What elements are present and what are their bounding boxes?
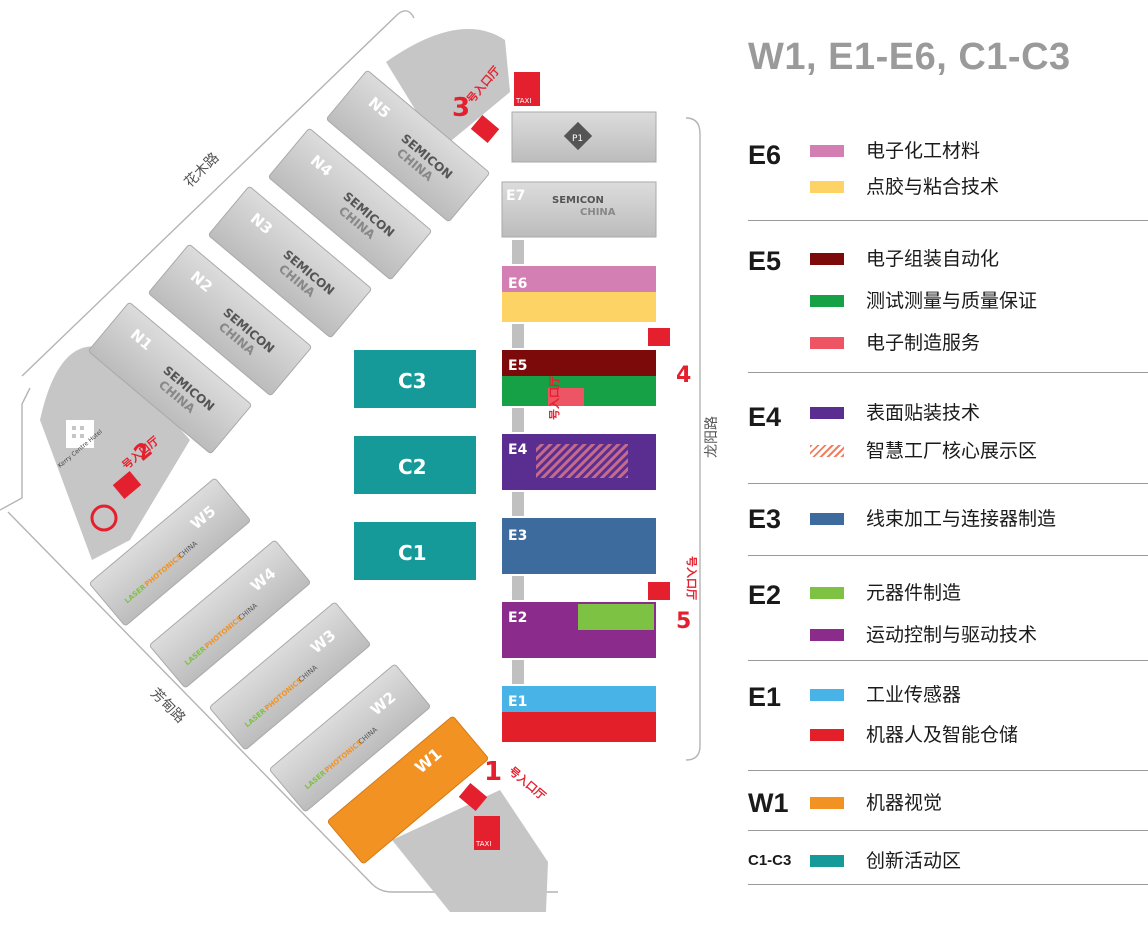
hall-e1[interactable]: E1 xyxy=(502,686,656,742)
section-code: E4 xyxy=(748,402,782,432)
color-swatch xyxy=(810,797,844,809)
color-swatch xyxy=(810,629,844,641)
section-code: E5 xyxy=(748,246,782,276)
hall-w1[interactable]: W1 xyxy=(327,716,489,864)
color-swatch xyxy=(810,337,844,349)
entrance-4[interactable]: 4 号入口厅 xyxy=(548,328,691,420)
hall-c2[interactable]: C2 xyxy=(354,436,476,494)
svg-text:CHINA: CHINA xyxy=(580,207,616,218)
hall-label: E5 xyxy=(508,358,527,374)
svg-text:3: 3 xyxy=(452,93,470,123)
section-code: E6 xyxy=(748,140,782,170)
legend-divider xyxy=(748,884,1148,885)
taxi-north: TAXI xyxy=(514,72,540,106)
svg-text:号入口厅: 号入口厅 xyxy=(506,764,548,802)
metro-icon xyxy=(90,504,118,532)
section-code: E3 xyxy=(748,504,782,534)
road-label-east: 龙阳路 xyxy=(704,416,720,458)
section-code: E2 xyxy=(748,580,782,610)
hall-e4[interactable]: E4 xyxy=(502,434,656,490)
svg-text:号入口厅: 号入口厅 xyxy=(548,376,561,420)
svg-text:TAXI: TAXI xyxy=(475,840,491,848)
hall-n2[interactable]: N2 SEMICON CHINA xyxy=(148,244,312,396)
svg-text:P1: P1 xyxy=(572,134,583,144)
section-code: C1-C3 xyxy=(748,852,792,869)
parking-p1: P1 xyxy=(511,111,657,163)
svg-text:5: 5 xyxy=(676,609,691,634)
hall-n3[interactable]: N3 SEMICON CHINA xyxy=(208,186,372,338)
venue-map: N1 SEMICON CHINA N2 SEMICON CHINA N3 SEM… xyxy=(0,10,720,912)
legend-divider xyxy=(748,372,1148,373)
hall-c1[interactable]: C1 xyxy=(354,522,476,580)
hall-e5[interactable]: E5 xyxy=(502,350,656,406)
legend-divider xyxy=(748,483,1148,484)
hall-label: C1 xyxy=(398,541,427,565)
legend-title: W1, E1-E6, C1-C3 xyxy=(748,36,1071,78)
road-outline-north xyxy=(0,387,31,511)
taxi-south: TAXI xyxy=(474,816,500,850)
color-swatch xyxy=(810,295,844,307)
color-swatch xyxy=(810,513,844,525)
legend-divider xyxy=(748,770,1148,771)
hall-label: E7 xyxy=(506,188,525,204)
hall-w3[interactable]: W3 LASER PHOTONICS CHINA xyxy=(209,602,371,750)
hall-e6[interactable]: E6 xyxy=(502,266,656,322)
hall-label: E4 xyxy=(508,442,528,458)
hall-label: E1 xyxy=(508,694,527,710)
legend-divider xyxy=(748,220,1148,221)
legend-divider xyxy=(748,830,1148,831)
svg-text:4: 4 xyxy=(676,363,691,388)
color-swatch xyxy=(810,729,844,741)
road-outline-huamu xyxy=(21,10,415,377)
hatch-swatch xyxy=(810,445,844,457)
color-swatch xyxy=(810,145,844,157)
color-swatch xyxy=(810,855,844,867)
legend-divider xyxy=(748,660,1148,661)
hall-n5[interactable]: N5 SEMICON CHINA xyxy=(326,70,490,222)
svg-text:SEMICON: SEMICON xyxy=(552,195,604,206)
svg-text:号入口厅: 号入口厅 xyxy=(685,556,698,600)
hall-label: C2 xyxy=(398,455,427,479)
hall-w4[interactable]: W4 LASER PHOTONICS CHINA xyxy=(149,540,311,688)
hall-n4[interactable]: N4 SEMICON CHINA xyxy=(268,128,432,280)
road-label-north: 花木路 xyxy=(182,150,223,191)
hall-n1[interactable]: N1 SEMICON CHINA xyxy=(88,302,252,454)
hall-w2[interactable]: W2 LASER PHOTONICS CHINA xyxy=(269,664,431,812)
road-outline-longyang xyxy=(685,117,701,761)
svg-text:1: 1 xyxy=(484,757,502,787)
hall-label: E2 xyxy=(508,610,527,626)
color-swatch xyxy=(810,689,844,701)
hall-e2[interactable]: E2 xyxy=(502,602,656,658)
color-swatch xyxy=(810,181,844,193)
plaza-south xyxy=(392,790,548,912)
hall-w5[interactable]: W5 LASER PHOTONICS CHINA xyxy=(89,478,251,626)
color-swatch xyxy=(810,587,844,599)
plaza-north xyxy=(386,29,510,150)
color-swatch xyxy=(810,407,844,419)
section-code: E1 xyxy=(748,682,782,712)
svg-text:TAXI: TAXI xyxy=(515,97,531,105)
road-outline-fangdian xyxy=(7,511,558,893)
hall-label: E6 xyxy=(508,276,527,292)
hall-label: E3 xyxy=(508,528,527,544)
hall-e3[interactable]: E3 xyxy=(502,518,656,574)
hall-e7[interactable]: E7 SEMICON CHINA xyxy=(501,181,657,238)
legend-divider xyxy=(748,555,1148,556)
section-code: W1 xyxy=(748,788,789,818)
color-swatch xyxy=(810,253,844,265)
hall-label: C3 xyxy=(398,369,427,393)
entrance-5[interactable]: 5 号入口厅 xyxy=(648,556,698,634)
hall-c3[interactable]: C3 xyxy=(354,350,476,408)
